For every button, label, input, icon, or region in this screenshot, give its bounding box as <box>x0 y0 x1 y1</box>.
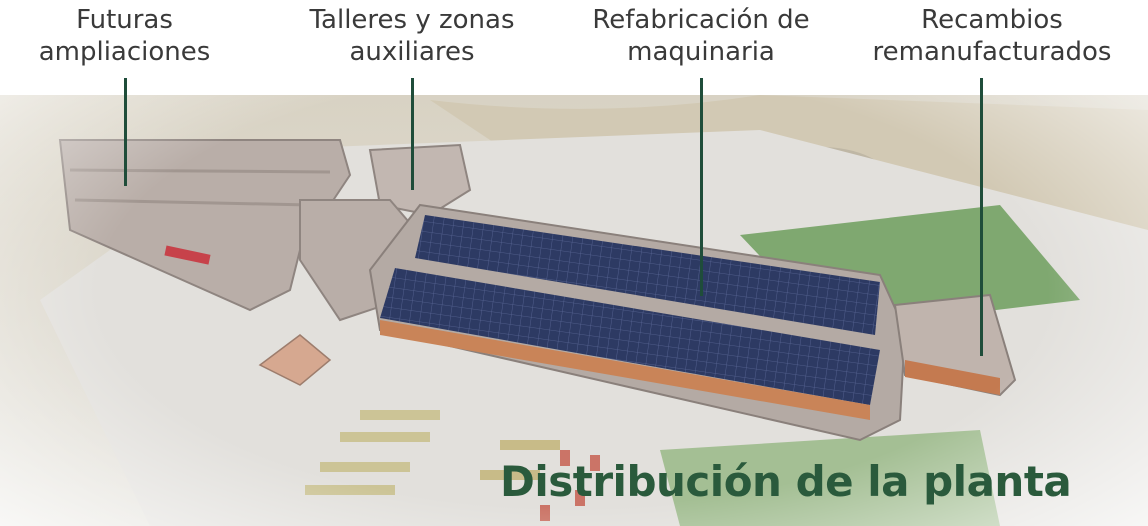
leader-futuras <box>124 78 127 186</box>
label-recambios-line2: remanufacturados <box>872 37 1112 67</box>
label-futuras-line2: ampliaciones <box>38 37 211 67</box>
label-talleres-zonas-auxiliares: Talleres y zonas auxiliares <box>296 4 528 68</box>
label-refabricacion-maquinaria: Refabricación de maquinaria <box>570 4 832 68</box>
leader-talleres <box>411 78 414 190</box>
label-recambios-remanufacturados: Recambios remanufacturados <box>842 4 1142 68</box>
label-futuras-line1: Futuras <box>76 5 173 35</box>
label-recambios-line1: Recambios <box>921 5 1063 35</box>
label-refabricacion-line2: maquinaria <box>627 37 775 67</box>
label-talleres-line2: auxiliares <box>349 37 475 67</box>
leader-refabricacion <box>700 78 703 296</box>
plant-layout-title: Distribución de la planta <box>500 457 1072 506</box>
leader-recambios <box>980 78 983 356</box>
label-futuras-ampliaciones: Futuras ampliaciones <box>22 4 227 68</box>
label-refabricacion-line1: Refabricación de <box>592 5 810 35</box>
label-talleres-line1: Talleres y zonas <box>309 5 515 35</box>
